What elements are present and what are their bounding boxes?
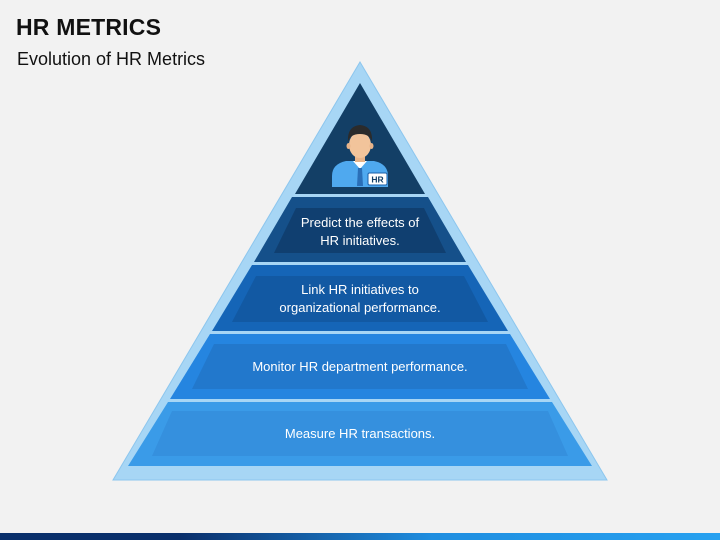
hr-badge-label: HR [371,175,383,185]
level-4-text: Measure HR transactions. [285,426,435,441]
hr-badge [367,172,388,186]
pyramid-level-2-inner [232,276,488,322]
level-2-text-line-1: Link HR initiatives to [301,282,419,297]
footer-accent-bar [0,533,720,540]
hr-person-icon: HR [332,125,388,187]
level-3-text: Monitor HR department performance. [252,359,467,374]
level-1-text-line-1: Predict the effects of [301,215,420,230]
pyramid-level-3-inner [192,344,528,389]
level-1-text-line-2: HR initiatives. [320,233,399,248]
pyramid-level-4-inner [152,411,568,456]
page-title: HR METRICS [16,14,162,40]
page-subtitle: Evolution of HR Metrics [17,49,206,69]
pyramid-level-1-inner [274,208,446,253]
level-2-text-line-2: organizational performance. [279,300,440,315]
